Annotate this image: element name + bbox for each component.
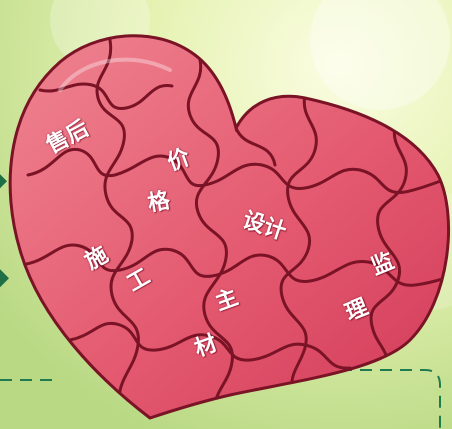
heart-shape bbox=[8, 34, 451, 420]
puzzle-seams bbox=[18, 38, 449, 418]
left-edge-decoration-lower: ◆ bbox=[0, 262, 9, 292]
dashed-frame-line bbox=[0, 369, 441, 429]
left-edge-decoration: ◆ bbox=[0, 165, 7, 195]
label-price-2: 格 bbox=[145, 188, 172, 217]
